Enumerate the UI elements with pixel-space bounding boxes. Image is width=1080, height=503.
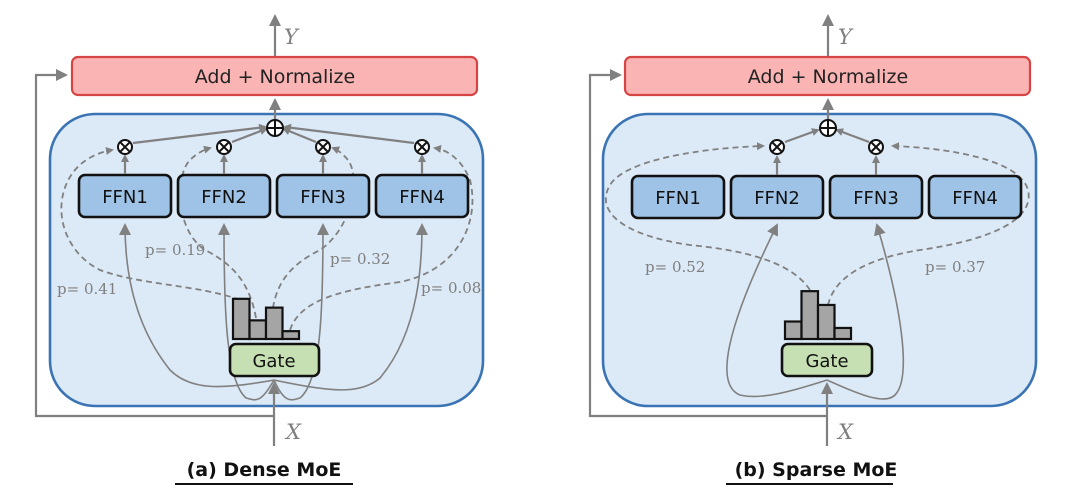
- output-label-y: Y: [838, 25, 854, 49]
- input-route-ffn2: [218, 223, 275, 401]
- multiply-op-3: [315, 139, 331, 155]
- svg-text:Gate: Gate: [805, 351, 848, 372]
- svg-text:FFN3: FFN3: [300, 187, 346, 208]
- expert-ffn4: FFN4: [927, 174, 1023, 220]
- svg-text:FFN3: FFN3: [853, 188, 899, 209]
- svg-text:FFN2: FFN2: [201, 187, 247, 208]
- add-normalize-label: Add + Normalize: [195, 66, 355, 88]
- mul2-to-sum-arrow: [784, 128, 820, 144]
- svg-text:FFN4: FFN4: [952, 188, 998, 209]
- input-route-ffn2: [726, 223, 828, 398]
- gate-block: Gate: [228, 342, 321, 378]
- multiply-op-2: [769, 139, 785, 155]
- residual-connection: [588, 69, 827, 418]
- mul2-to-sum-arrow: [231, 127, 268, 144]
- add-normalize-block: [623, 55, 1032, 97]
- histogram-bar-2: [248, 319, 268, 341]
- sum-op: [266, 119, 284, 137]
- mul1-to-sum-arrow: [132, 123, 267, 145]
- multiply-op-4: [414, 139, 430, 155]
- sum-op: [819, 119, 837, 137]
- mul4-to-sum-arrow: [283, 123, 415, 145]
- prob-label-ffn4: p= 0.08: [421, 279, 481, 297]
- gate-weight-path-2: [604, 142, 811, 291]
- gate-histogram-dense: [231, 297, 301, 341]
- residual-connection: [34, 69, 274, 418]
- input-route-ffn1: [119, 223, 275, 388]
- svg-text:FFN4: FFN4: [399, 187, 445, 208]
- input-label-x: X: [836, 420, 854, 444]
- prob-label-ffn2: p= 0.52: [645, 258, 705, 276]
- histogram-bar-2: [800, 290, 820, 341]
- prob-label-ffn3: p= 0.37: [925, 258, 985, 276]
- multiply-op-3: [868, 139, 884, 155]
- expert-ffn3: FFN3: [275, 173, 371, 219]
- panel-sparse: Y Add + Normalize X FFN1 FFN2 FFN3 FFN4: [588, 14, 1038, 485]
- add-normalize-block: [70, 55, 479, 97]
- gate-weight-path-3: [827, 142, 1030, 306]
- expert-ffn1: FFN1: [630, 174, 726, 220]
- input-label-x: X: [284, 420, 302, 444]
- input-route-ffn3: [826, 223, 905, 400]
- histogram-bar-4: [281, 330, 301, 341]
- prob-label-ffn1: p= 0.41: [57, 280, 117, 298]
- histogram-bar-4: [833, 326, 853, 341]
- output-label-y: Y: [284, 25, 300, 49]
- expert-ffn2: FFN2: [176, 173, 272, 219]
- caption-sparse: (b) Sparse MoE: [735, 459, 898, 481]
- svg-text:FFN1: FFN1: [655, 188, 701, 209]
- panel-dense: Y Add + Normalize X FFN1 FFN2: [34, 14, 485, 485]
- multiply-op-2: [216, 139, 232, 155]
- gate-weight-path-1: [60, 147, 241, 301]
- svg-text:FFN1: FFN1: [102, 187, 148, 208]
- prob-label-ffn3: p= 0.32: [330, 250, 390, 268]
- input-route-ffn4: [273, 223, 428, 391]
- histogram-bar-3: [816, 303, 836, 341]
- expert-ffn4: FFN4: [374, 173, 470, 219]
- expert-ffn3: FFN3: [828, 174, 924, 220]
- expert-ffn1: FFN1: [77, 173, 173, 219]
- prob-label-ffn2: p= 0.19: [145, 241, 205, 259]
- gate-block: Gate: [780, 342, 874, 378]
- histogram-bar-3: [264, 306, 284, 341]
- caption-dense: (a) Dense MoE: [187, 459, 342, 481]
- add-normalize-label: Add + Normalize: [748, 66, 908, 88]
- histogram-bar-1: [783, 320, 803, 341]
- svg-text:FFN2: FFN2: [754, 188, 800, 209]
- histogram-bar-1: [231, 297, 251, 341]
- svg-text:Gate: Gate: [252, 351, 295, 372]
- mul3-to-sum-arrow: [835, 128, 870, 144]
- multiply-op-1: [117, 139, 133, 155]
- expert-ffn2: FFN2: [729, 174, 825, 220]
- gate-histogram-sparse: [783, 290, 853, 341]
